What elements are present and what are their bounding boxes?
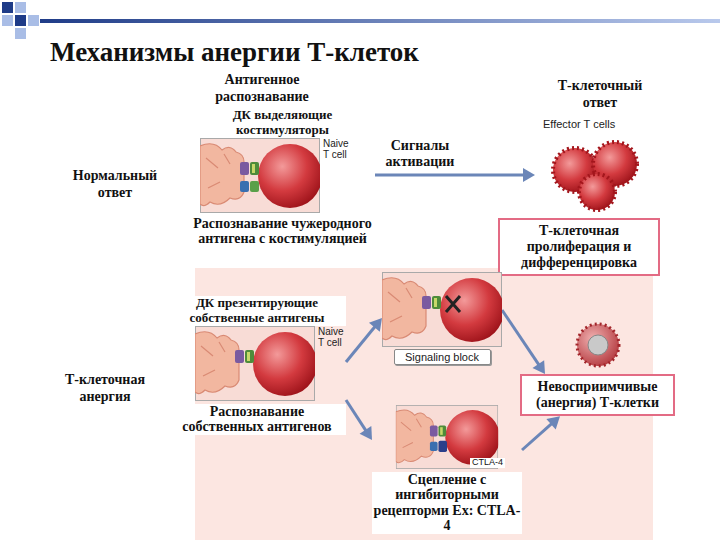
slide-title: Механизмы анергии Т-клеток — [50, 38, 419, 68]
arrow-line — [346, 400, 367, 432]
cell-label: Effector T cells — [535, 118, 655, 131]
arrow-line — [375, 174, 525, 177]
flow-arrow — [346, 318, 382, 362]
arrow-line — [522, 423, 553, 450]
row-column-label: Нормальный ответ — [55, 168, 175, 202]
flow-arrow — [502, 310, 545, 374]
illustration-panel: ДК презентирующие собственные антигены N… — [168, 296, 346, 435]
illustration-panel: CTLA-4Сцепление с ингибиторными рецептор… — [372, 405, 522, 534]
result-box: Т-клеточная пролиферация и дифференциров… — [498, 218, 660, 276]
result-box: Невосприимчивые (анергия) Т-клетки — [520, 374, 675, 416]
row-column-label: Антигенное распознавание — [192, 72, 332, 106]
block-tag: Signaling block — [394, 349, 491, 365]
arrow-head — [360, 426, 372, 440]
panel-heading: ДК выделяющие костимуляторы — [190, 108, 375, 138]
arrow-label: Сигналы активации — [378, 138, 462, 170]
arrow-head — [369, 318, 382, 332]
anergic-cell — [577, 324, 619, 366]
header-rule — [40, 19, 720, 23]
costim-synapse-art — [200, 138, 320, 213]
arrow-line — [346, 326, 376, 362]
corner-squares — [2, 2, 39, 39]
effector-cells-art — [535, 118, 655, 213]
row-column-label: Т-клеточная анергия — [45, 372, 165, 406]
result-text: Т-клеточная пролиферация и дифференциров… — [498, 218, 660, 276]
illustration-panel: ДК выделяющие костимуляторы Naive T cell… — [190, 108, 375, 247]
row-column-label: Т-клеточный ответ — [540, 78, 660, 112]
signal-block-art — [382, 272, 502, 347]
arrow-head — [523, 168, 535, 182]
cell-label: Naive T cell — [323, 138, 353, 161]
panel-caption: Распознавание собственных антигенов — [168, 404, 346, 435]
arrow-head — [546, 416, 560, 429]
image-frame: Naive T cell — [200, 138, 320, 213]
panel-caption: Сцепление с ингибиторными рецепторми Ex:… — [372, 472, 522, 534]
arrow-line — [502, 310, 539, 366]
illustration-panel: Signaling block — [382, 272, 502, 365]
arrow-head — [532, 360, 545, 374]
panel-caption: Распознавание чужеродного антигена с кос… — [190, 216, 375, 247]
illustration-panel: Effector T cells — [535, 118, 655, 213]
receptor-label: CTLA-4 — [470, 458, 505, 468]
flow-arrow — [346, 400, 372, 440]
cell-label: Naive T cell — [318, 326, 348, 349]
result-text: Невосприимчивые (анергия) Т-клетки — [520, 374, 675, 416]
image-frame: CTLA-4 — [387, 405, 507, 469]
image-frame — [382, 272, 502, 347]
image-frame: Effector T cells — [535, 118, 655, 213]
flow-arrow — [522, 416, 560, 450]
self-synapse-art — [195, 326, 315, 401]
image-frame: Naive T cell — [195, 326, 315, 401]
panel-heading: ДК презентирующие собственные антигены — [168, 296, 346, 326]
flow-arrow — [375, 168, 535, 182]
